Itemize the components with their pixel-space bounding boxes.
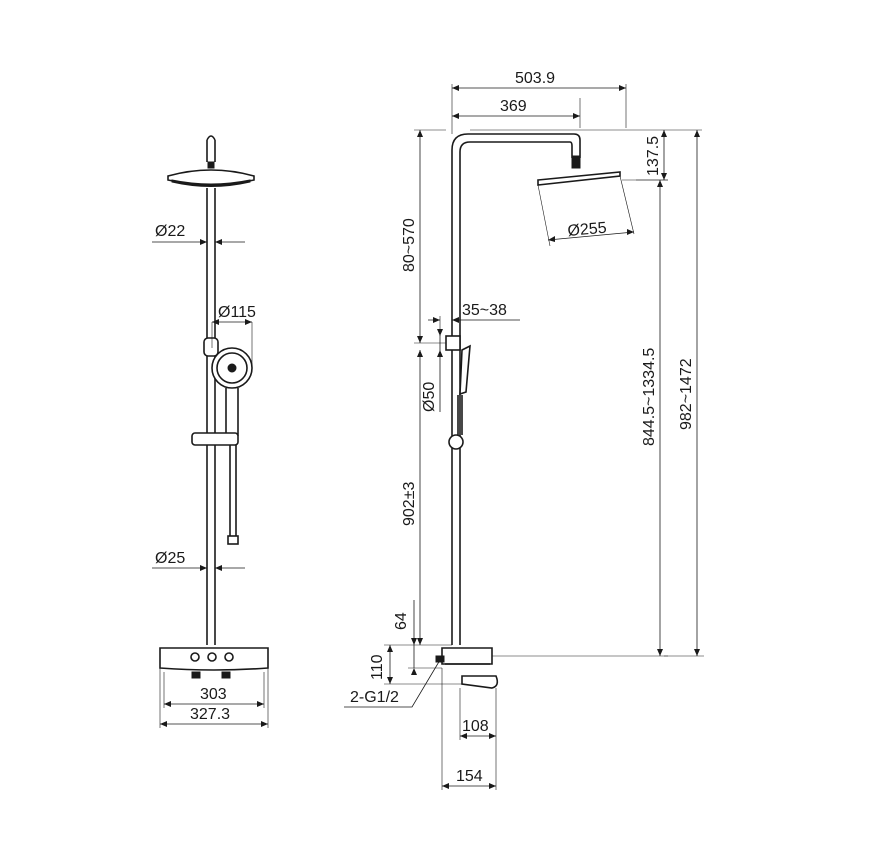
front-shower-head-neck [207, 161, 215, 169]
side-hand-shower [459, 344, 471, 396]
front-hand-shower-ring [216, 352, 248, 384]
dim-hand-shower-ext [211, 322, 253, 364]
dim-reach-ext [451, 84, 627, 134]
side-rail-holder [448, 434, 464, 450]
dim-bracket-arrows [437, 329, 443, 357]
front-shower-head-nozzles [171, 179, 251, 187]
label-valve-width: 303 [200, 686, 227, 703]
label-overall-width: 327.3 [190, 706, 230, 723]
side-riser-pipe [451, 133, 581, 645]
dim-pipe-diameter-arrows [200, 239, 222, 245]
label-arm-reach: 369 [500, 98, 527, 115]
dim-wall-offset-arrows [433, 317, 459, 323]
dim-head-diameter-line [547, 231, 635, 241]
label-valve-top-height: 64 [393, 612, 410, 630]
label-bracket-height: 902±3 [401, 482, 418, 526]
label-adjust-range: 80~570 [401, 218, 418, 272]
front-hand-shower-handle [225, 388, 239, 436]
front-hose-end [227, 535, 239, 545]
side-hand-handle [457, 395, 463, 435]
dim-rail-diameter-arrows [200, 565, 222, 571]
label-bracket-diameter: Ø50 [421, 382, 438, 412]
dim-wall-offset-ext [439, 316, 453, 336]
dim-head-diameter-ext [537, 175, 635, 247]
label-overall-reach: 503.9 [515, 70, 555, 87]
front-inlet-left [191, 671, 201, 679]
dim-width-ext [159, 668, 269, 728]
side-inlet [435, 655, 445, 663]
front-main-pipe [206, 188, 216, 645]
front-top-pipe [206, 135, 216, 162]
label-head-diameter: Ø255 [567, 220, 608, 240]
side-head-connector [571, 155, 581, 169]
label-rail-diameter: Ø25 [155, 550, 185, 567]
front-hand-shower-center [227, 363, 237, 373]
dim-riser-ext [492, 179, 668, 657]
side-view: 503.9 369 137.5 Ø255 80~570 35~38 Ø50 90… [344, 70, 704, 790]
dim-depth-ext [441, 668, 497, 790]
front-hose [229, 445, 237, 540]
side-bracket [445, 335, 461, 351]
label-valve-depth: 154 [456, 768, 483, 785]
front-view: Ø22 Ø115 Ø25 303 327.3 [152, 135, 269, 728]
front-rail-holder [191, 432, 239, 446]
label-riser-range: 844.5~1334.5 [641, 348, 658, 446]
label-head-drop: 137.5 [645, 136, 662, 176]
side-mixer-valve [441, 647, 493, 665]
dim-head-drop-ext [470, 129, 702, 181]
side-shower-head [537, 171, 621, 186]
front-valve-knob-center [207, 652, 217, 662]
dim-adjust-ext [414, 129, 446, 344]
front-valve-knob-right [224, 652, 234, 662]
leader-inlet-thread [344, 659, 441, 708]
label-pipe-diameter: Ø22 [155, 223, 185, 240]
label-valve-height: 110 [369, 654, 386, 680]
front-slider [203, 337, 219, 357]
label-spout-projection: 108 [462, 718, 489, 735]
front-inlet-right [221, 671, 231, 679]
label-wall-offset: 35~38 [462, 302, 507, 319]
label-hand-shower-diameter: Ø115 [218, 304, 256, 321]
label-overall-height: 982~1472 [678, 358, 695, 430]
dim-spout-ext [459, 688, 497, 740]
front-valve-knob-left [190, 652, 200, 662]
label-inlet-thread: 2-G1/2 [350, 689, 399, 706]
side-spout [461, 675, 499, 689]
